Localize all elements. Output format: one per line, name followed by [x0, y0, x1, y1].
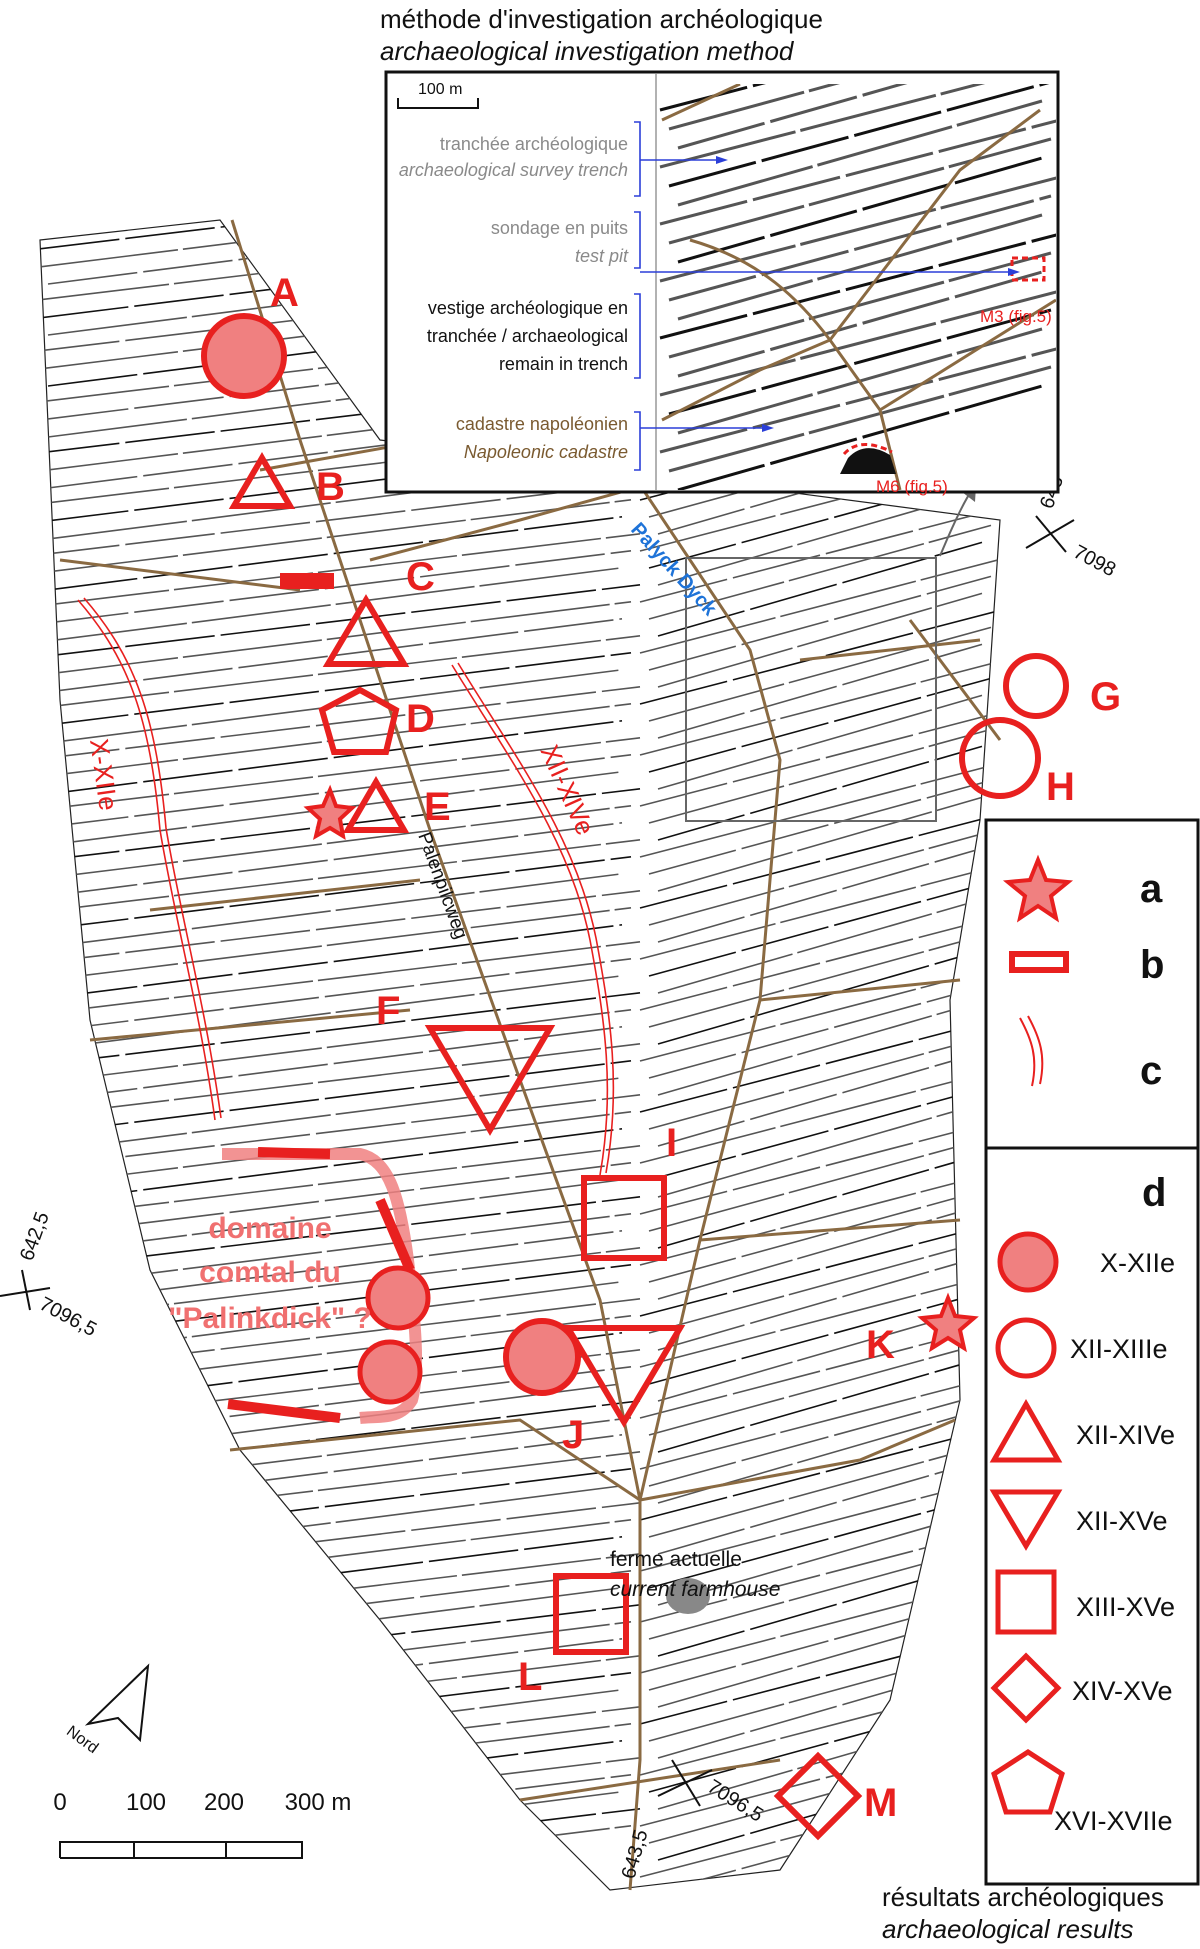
legend-period-1: XII-XIIIe	[1070, 1334, 1168, 1364]
title-fr: méthode d'investigation archéologique	[380, 4, 823, 34]
domaine-comtal	[222, 1147, 431, 1424]
marker-a	[201, 313, 287, 399]
svg-text:"Palinkdick" ?: "Palinkdick" ?	[168, 1302, 372, 1335]
legend-triangle-up	[989, 1398, 1063, 1463]
svg-text:200: 200	[204, 1789, 244, 1816]
inset-scale	[397, 98, 479, 109]
legend-c: c	[1140, 1049, 1162, 1093]
inset-legend-trench-fr: tranchée archéologique	[440, 134, 628, 154]
legend-a: a	[1140, 867, 1163, 911]
scalebar: 0 100 200 300 m	[53, 1789, 352, 1859]
inset-legend-remain-l2: tranchée / archaeological	[427, 326, 628, 346]
inset-remain-m6	[840, 448, 896, 474]
period-boundary-lines	[77, 597, 615, 1176]
marker-e-star	[303, 784, 357, 841]
legend-square	[995, 1569, 1057, 1635]
site-label-e: E	[424, 785, 451, 829]
inset-remain-m3	[1010, 256, 1046, 282]
legend-period-2: XII-XIVe	[1076, 1420, 1175, 1450]
inset-scale-label: 100 m	[418, 81, 462, 98]
svg-text:100: 100	[126, 1789, 166, 1816]
inset-legend-cadastre-en: Napoleonic cadastre	[464, 442, 628, 462]
site-label-d: D	[406, 697, 435, 741]
footer-en: archaeological results	[882, 1914, 1134, 1944]
marker-b	[228, 452, 296, 509]
legend-period-6: XVI-XVIIe	[1054, 1806, 1173, 1836]
marker-h	[959, 717, 1041, 799]
marker-c	[322, 594, 410, 667]
marker-m	[773, 1751, 863, 1841]
legend-circle	[995, 1317, 1057, 1379]
site-label-g: G	[1090, 675, 1121, 719]
inset-callout-m3: M3 (fig.5)	[980, 307, 1052, 326]
inset-legend-cadastre-fr: cadastre napoléonien	[456, 414, 628, 434]
inset-area-frame	[685, 557, 937, 822]
legend-period-5: XIV-XVe	[1072, 1676, 1173, 1706]
svg-text:comtal du: comtal du	[199, 1256, 341, 1289]
marker-g	[1003, 653, 1069, 719]
north-label: Nord	[63, 1723, 101, 1757]
marker-j-triangle	[562, 1325, 686, 1428]
site-markers	[201, 313, 1069, 1841]
marker-c-trench	[280, 573, 334, 589]
coordinate-ticks	[0, 515, 1075, 1807]
inset-panel: 100 m tranchée archéologique archaeologi…	[384, 70, 1060, 496]
title-en: archaeological investigation method	[380, 36, 794, 66]
north-arrow: Nord	[63, 1663, 150, 1757]
inset-legend-pit-fr: sondage en puits	[491, 218, 628, 238]
legend-symbol-bar	[1009, 951, 1069, 973]
legend-b: b	[1140, 943, 1164, 987]
site-label-f: F	[376, 989, 400, 1033]
marker-e	[342, 776, 410, 833]
site-label-c: C	[406, 555, 435, 599]
inset-legend-pit-en: test pit	[575, 246, 629, 266]
legend-period-3: XII-XVe	[1076, 1506, 1168, 1536]
site-label-l: L	[518, 1655, 542, 1699]
legend-symbol-star	[1002, 854, 1074, 923]
inset-legend-remain-l1: vestige archéologique en	[428, 298, 628, 318]
legend-d-title: d	[1142, 1171, 1166, 1215]
legend-period-4: XIII-XVe	[1076, 1592, 1175, 1622]
svg-text:7096,5: 7096,5	[36, 1293, 100, 1341]
farmhouse-en: current farmhouse	[610, 1578, 780, 1601]
legend-circle-filled	[997, 1231, 1059, 1293]
marker-i	[581, 1175, 667, 1261]
legend-diamond	[990, 1652, 1062, 1724]
svg-text:domaine: domaine	[208, 1212, 331, 1245]
legend-symbol-double-line	[1019, 1015, 1044, 1087]
marker-f	[424, 1025, 556, 1136]
svg-text:7098: 7098	[1070, 541, 1120, 581]
site-label-i: I	[666, 1121, 677, 1165]
inset-callout-m6: M6 (fig.5)	[876, 477, 948, 496]
svg-text:300 m: 300 m	[285, 1789, 352, 1816]
legend-triangle-down	[989, 1489, 1063, 1551]
site-label-m: M	[864, 1781, 897, 1825]
domaine-label: domaine comtal du "Palinkdick" ?	[168, 1212, 372, 1335]
site-label-j: J	[562, 1413, 584, 1457]
marker-d	[318, 686, 400, 755]
legend-pentagon	[991, 1749, 1065, 1815]
marker-j	[503, 1318, 581, 1396]
marker-k	[917, 1292, 979, 1353]
marker-l	[553, 1573, 629, 1655]
site-label-h: H	[1046, 765, 1075, 809]
inset-legend-remain-l3: remain in trench	[499, 354, 628, 374]
site-label-a: A	[270, 271, 299, 315]
svg-text:642,5: 642,5	[16, 1209, 54, 1264]
inset-legend-trench-en: archaeological survey trench	[399, 160, 628, 180]
legend-box: a b c d X-XIIe XII-XIIIe XII-XIVe XII-XV…	[984, 818, 1200, 1886]
svg-text:0: 0	[53, 1789, 66, 1816]
site-labels: A B C D E F G H I J K L M	[270, 271, 1121, 1825]
legend-period-0: X-XIIe	[1100, 1248, 1175, 1278]
site-label-k: K	[866, 1323, 895, 1367]
farmhouse: ferme actuelle current farmhouse	[610, 1548, 780, 1614]
farmhouse-fr: ferme actuelle	[610, 1548, 742, 1571]
site-label-b: B	[316, 465, 345, 509]
footer-fr: résultats archéologiques	[882, 1882, 1164, 1912]
